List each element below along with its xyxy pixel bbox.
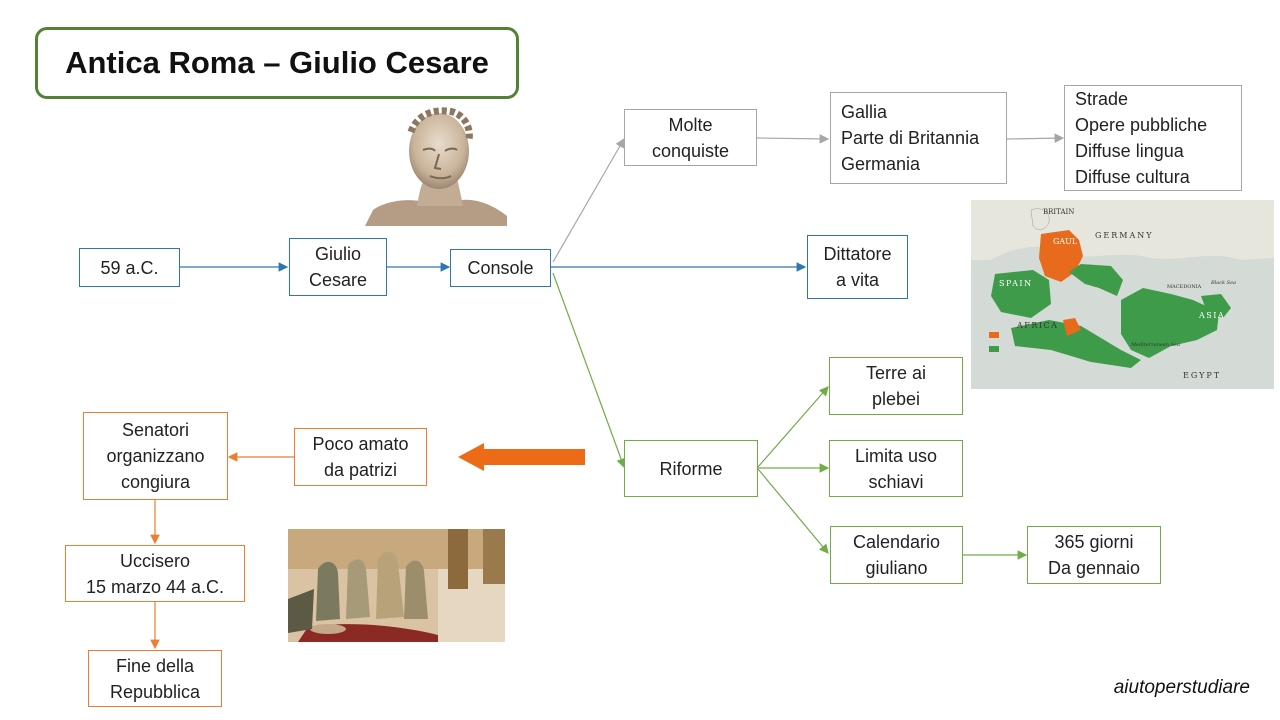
map-label-germany: GERMANY bbox=[1095, 231, 1154, 240]
arrow-riforme-to-terre bbox=[758, 387, 828, 467]
node-molte-conquiste: Molte conquiste bbox=[624, 109, 757, 166]
arrow-riforme-to-calendario bbox=[758, 469, 828, 553]
arrow-territori-to-effetti bbox=[1007, 138, 1063, 139]
map-label-egypt: EGYPT bbox=[1183, 371, 1221, 380]
map-label-gaul: GAUL bbox=[1053, 237, 1078, 246]
roman-empire-map: BRITAIN GAUL GERMANY SPAIN AFRICA ASIA E… bbox=[971, 200, 1274, 389]
map-label-macedonia: MACEDONIA bbox=[1167, 284, 1202, 290]
node-terre-plebei: Terre ai plebei bbox=[829, 357, 963, 415]
node-console: Console bbox=[450, 249, 551, 287]
node-poco-amato: Poco amato da patrizi bbox=[294, 428, 427, 486]
node-uccisero: Uccisero 15 marzo 44 a.C. bbox=[65, 545, 245, 602]
node-giorni: 365 giorni Da gennaio bbox=[1027, 526, 1161, 584]
node-year: 59 a.C. bbox=[79, 248, 180, 287]
map-label-britain: BRITAIN bbox=[1043, 208, 1074, 216]
node-riforme: Riforme bbox=[624, 440, 758, 497]
caesar-assassination-image bbox=[288, 529, 505, 642]
map-label-africa: AFRICA bbox=[1016, 321, 1058, 330]
node-giulio-cesare: Giulio Cesare bbox=[289, 238, 387, 296]
node-calendario: Calendario giuliano bbox=[830, 526, 963, 584]
page-title: Antica Roma – Giulio Cesare bbox=[35, 27, 519, 99]
node-effetti: Strade Opere pubbliche Diffuse lingua Di… bbox=[1064, 85, 1242, 191]
arrow-conquiste-to-territori bbox=[757, 138, 828, 139]
arrow-console-to-riforme bbox=[553, 273, 624, 467]
map-label-asia: ASIA bbox=[1198, 311, 1225, 320]
big-orange-arrow bbox=[458, 443, 585, 471]
map-label-black-sea: Black Sea bbox=[1210, 280, 1236, 286]
map-label-spain: SPAIN bbox=[999, 279, 1033, 288]
arrow-console-to-conquiste bbox=[553, 139, 624, 262]
node-fine-repubblica: Fine della Repubblica bbox=[88, 650, 222, 707]
caesar-bust-image bbox=[365, 106, 507, 226]
node-senatori: Senatori organizzano congiura bbox=[83, 412, 228, 500]
node-dittatore: Dittatore a vita bbox=[807, 235, 908, 299]
credit-text: aiutoperstudiare bbox=[1114, 677, 1250, 699]
node-limita-schiavi: Limita uso schiavi bbox=[829, 440, 963, 497]
node-territori: Gallia Parte di Britannia Germania bbox=[830, 92, 1007, 184]
map-label-mediterranean: Mediterranean Sea bbox=[1130, 342, 1180, 348]
